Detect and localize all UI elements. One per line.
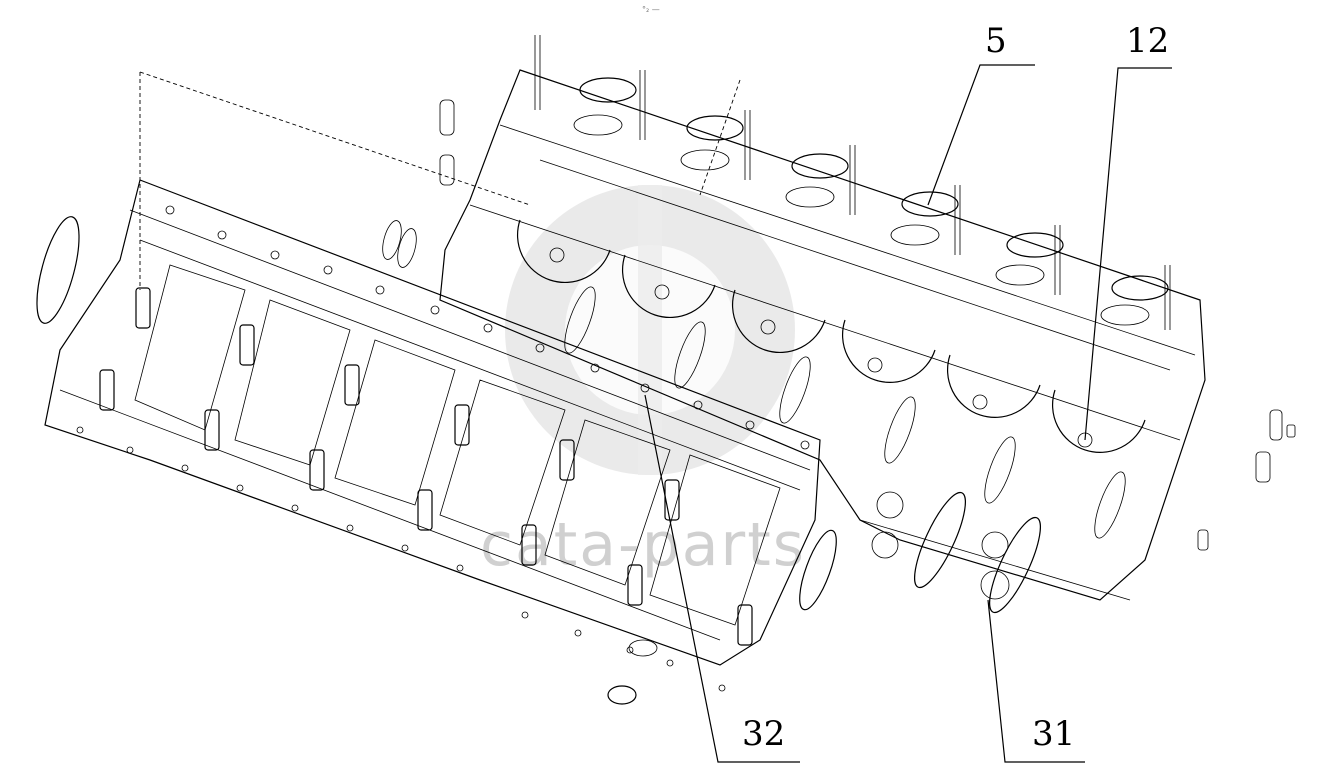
perimeter-bolts xyxy=(76,205,810,692)
bedplate xyxy=(44,179,821,692)
bearing-shells xyxy=(564,286,1126,539)
watermark-text: cata-parts xyxy=(480,510,806,580)
assembly-guide-lines xyxy=(139,71,741,290)
callout-5: 5 xyxy=(927,21,1035,206)
callout-31: 31 xyxy=(987,599,1085,763)
crank-bores xyxy=(517,219,1146,453)
watermark: cata-parts xyxy=(480,185,806,580)
callout-32: 32 xyxy=(644,394,800,763)
callout-32-label: 32 xyxy=(742,714,785,754)
upper-engine-block xyxy=(439,35,1206,601)
header-mark: °₂ — xyxy=(642,5,660,14)
callout-12-label: 12 xyxy=(1126,21,1169,61)
main-bearing-bolts xyxy=(99,287,753,646)
callout-12: 12 xyxy=(1084,21,1172,441)
head-studs xyxy=(534,35,1171,330)
gaskets xyxy=(36,99,1296,705)
cylinder-liners-top xyxy=(573,77,1169,326)
callout-5-label: 5 xyxy=(985,21,1007,61)
callout-31-label: 31 xyxy=(1032,714,1075,754)
